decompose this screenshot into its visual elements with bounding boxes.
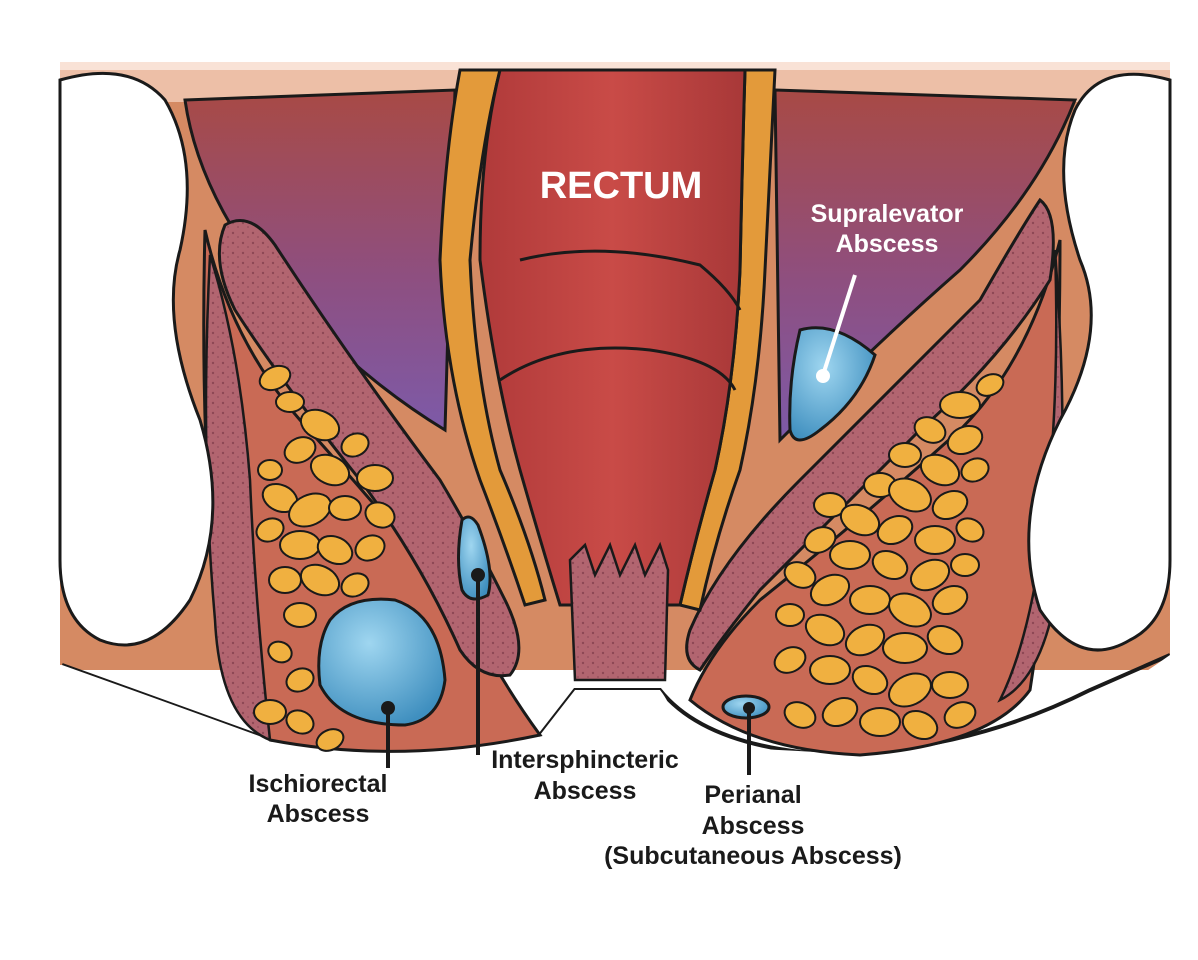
fat-globule (888, 592, 932, 628)
fat-globule (931, 489, 969, 521)
supralevator-label-line1: Supralevator (811, 200, 964, 228)
fat-globule (939, 391, 981, 419)
fat-globule (340, 572, 370, 598)
fat-globule (364, 501, 396, 529)
fat-globule (783, 701, 817, 729)
fat-globule (901, 709, 939, 741)
perianal-pointer-dot (743, 702, 755, 714)
fat-globule (859, 707, 901, 737)
supralevator-pointer-line (821, 274, 857, 376)
ischiorectal-label-line1: Ischiorectal (249, 770, 388, 798)
ischiorectal-label-line2: Abscess (267, 800, 370, 828)
perianal-label-line3: (Subcutaneous Abscess) (604, 842, 902, 870)
fat-globule (809, 655, 851, 685)
fat-globule (309, 453, 351, 487)
right-levator-ani (685, 197, 1055, 672)
perineum-white (520, 690, 700, 960)
anal-canal (568, 541, 670, 682)
fat-globule (354, 534, 386, 562)
fat-globule (285, 667, 315, 693)
rectum-label: RECTUM (540, 165, 703, 207)
fat-globule (783, 561, 817, 589)
fat-globule (285, 709, 315, 735)
fat-globule (268, 566, 302, 594)
fat-globule (315, 728, 345, 752)
fat-globule (844, 623, 886, 657)
fat-globule (253, 699, 287, 725)
fat-globule (275, 391, 305, 413)
fat-globule (960, 457, 990, 483)
lower-white-fill (0, 665, 540, 960)
supralevator-pointer-dot (816, 369, 830, 383)
fat-globule (340, 432, 370, 458)
fat-globule (299, 408, 341, 442)
fat-globule (882, 632, 928, 664)
supralevator-label-line2: Abscess (836, 230, 939, 258)
rectal-fold-upper (519, 249, 742, 311)
fat-globule (283, 602, 317, 628)
fat-globule (288, 492, 332, 528)
fat-globule (813, 492, 847, 518)
fat-globule (804, 613, 846, 647)
ischiorectal-abscess (317, 597, 447, 727)
lower-white-fill-right (700, 655, 1198, 960)
supralevator-abscess (788, 326, 877, 442)
intersphincteric-label-line2: Abscess (534, 777, 637, 805)
right-pelvic-bone (1027, 72, 1172, 652)
intersphincteric-label-line1: Intersphincteric (491, 746, 679, 774)
fat-globule (943, 701, 977, 729)
fat-globule (888, 477, 932, 513)
fat-globule (809, 573, 851, 607)
fat-globule (775, 603, 805, 627)
fat-globule (849, 585, 891, 615)
fat-globule (888, 672, 932, 708)
fat-globules (253, 364, 1005, 752)
fat-globule (926, 624, 964, 656)
fat-globule (328, 495, 362, 521)
fat-globule (356, 464, 394, 492)
fat-globule (946, 424, 984, 456)
left-pelvic-bone (58, 71, 215, 647)
fat-globule (821, 696, 859, 728)
fat-globule (871, 549, 909, 581)
perianal-label-line2: Abscess (702, 812, 805, 840)
fat-globule (257, 459, 283, 481)
fat-globule (876, 514, 914, 546)
fat-globule (931, 671, 969, 699)
fat-globule (931, 584, 969, 616)
fat-globule (255, 517, 285, 543)
rectum (478, 68, 747, 607)
fat-globule (888, 442, 922, 468)
fat-globule (914, 525, 956, 555)
perianal-label-line1: Perianal (704, 781, 801, 809)
intersphincteric-pointer-dot (471, 568, 485, 582)
left-sphincter-wall (438, 68, 547, 607)
fat-globule (913, 416, 947, 444)
fat-globule (773, 646, 807, 674)
fat-globule (299, 563, 341, 597)
fat-globule (267, 640, 293, 664)
fat-globule (283, 436, 317, 464)
fat-globule (279, 530, 321, 560)
fat-globule (955, 517, 985, 543)
fat-globule (316, 534, 354, 566)
fat-globule (919, 453, 961, 487)
fat-globule (258, 364, 292, 392)
fat-globule (851, 664, 889, 696)
fat-globule (909, 558, 951, 592)
fat-globule (975, 373, 1005, 397)
ischiorectal-pointer-dot (381, 701, 395, 715)
fat-globule (803, 526, 837, 554)
fat-globule (829, 540, 871, 570)
rectal-fold-lower (499, 346, 737, 391)
fat-globule (950, 553, 980, 577)
